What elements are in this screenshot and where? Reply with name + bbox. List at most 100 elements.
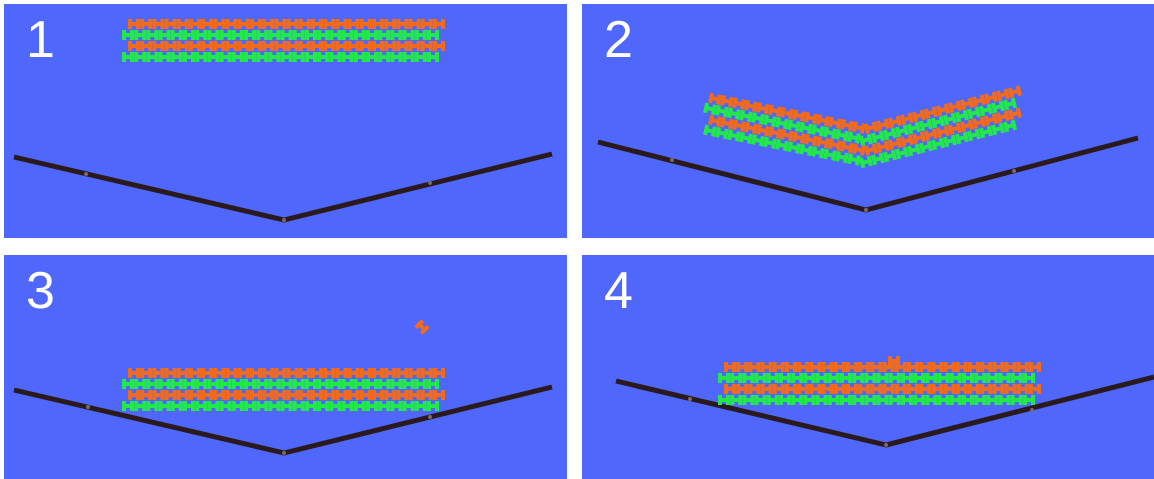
connector-block [329, 30, 341, 40]
connector-block [936, 103, 950, 116]
connector-block [433, 41, 445, 51]
connector-block [171, 52, 183, 62]
connector-block [804, 112, 818, 124]
connector-block [1008, 85, 1022, 98]
connector-block [207, 379, 219, 389]
connector-block [900, 112, 914, 125]
connector-block [281, 52, 293, 62]
panel-4: 4 [582, 255, 1154, 479]
connector-block [1003, 98, 1017, 111]
connector-block [305, 30, 317, 40]
connector-block [877, 373, 889, 383]
connector-block [165, 41, 177, 51]
connector-block [779, 395, 791, 405]
connector-block [748, 362, 760, 372]
connector-block [895, 147, 909, 160]
loose-block [414, 319, 430, 335]
connector-block [950, 395, 962, 405]
connector-block [852, 121, 866, 133]
connector-block [846, 384, 858, 394]
connector-block [366, 401, 378, 411]
connector-block [360, 390, 372, 400]
connector-block [354, 401, 366, 411]
connector-block [974, 373, 986, 383]
joint-marker [1012, 169, 1016, 173]
connector-block [919, 119, 933, 132]
connector-block [767, 373, 779, 383]
connector-block [366, 30, 378, 40]
connector-block [177, 390, 189, 400]
connector-block [384, 368, 396, 378]
connector-block [1029, 362, 1041, 372]
connector-block [780, 129, 794, 141]
connector-block [403, 401, 415, 411]
connector-block [201, 368, 213, 378]
connector-block [146, 401, 158, 411]
connector-block [378, 401, 390, 411]
connector-block [159, 52, 171, 62]
connector-block [189, 390, 201, 400]
connector-block [919, 384, 931, 394]
connector-block [152, 368, 164, 378]
connector-block [763, 137, 777, 149]
connector-block [834, 362, 846, 372]
connector-block [852, 373, 864, 383]
connector-block [840, 395, 852, 405]
connector-block [403, 30, 415, 40]
connector-block [262, 390, 274, 400]
connector-block [938, 395, 950, 405]
connector-block [955, 132, 969, 145]
connector-block [779, 373, 791, 383]
connector-block [1005, 384, 1017, 394]
connector-block [889, 373, 901, 383]
connector-block [803, 395, 815, 405]
connector-block [427, 52, 439, 62]
connector-block [756, 102, 770, 114]
connector-block [967, 129, 981, 142]
connector-block [226, 368, 238, 378]
connector-block [427, 379, 439, 389]
connector-block [809, 362, 821, 372]
connector-block [924, 106, 938, 119]
connector-block [262, 41, 274, 51]
connector-block [913, 395, 925, 405]
connector-block [268, 401, 280, 411]
connector-block [919, 141, 933, 154]
joint-marker [884, 443, 888, 447]
connector-block [213, 19, 225, 29]
connector-block [299, 41, 311, 51]
connector-block [986, 373, 998, 383]
joint-marker [86, 405, 90, 409]
connector-block [864, 143, 878, 156]
connector-block [140, 368, 152, 378]
connector-block [183, 30, 195, 40]
connector-block [703, 103, 717, 115]
connector-block [720, 117, 734, 129]
connector-block [159, 401, 171, 411]
connector-block [840, 119, 854, 131]
connector-block [755, 373, 767, 383]
connector-block [1017, 384, 1029, 394]
connector-block [852, 395, 864, 405]
connector-block [859, 134, 873, 147]
connector-block [739, 110, 753, 122]
connector-block [335, 368, 347, 378]
connector-block [889, 395, 901, 405]
connector-block [250, 19, 262, 29]
connector-block [244, 401, 256, 411]
block-stack [718, 362, 1041, 405]
connector-block [732, 97, 746, 109]
connector-block [311, 41, 323, 51]
connector-block [828, 373, 840, 383]
connector-block [372, 41, 384, 51]
connector-block [736, 362, 748, 372]
connector-block [883, 150, 897, 163]
connector-block [226, 41, 238, 51]
connector-block [171, 30, 183, 40]
connector-block [226, 390, 238, 400]
joint-marker [282, 218, 286, 222]
connector-block [1029, 384, 1041, 394]
connector-block [1011, 395, 1023, 405]
connector-block [901, 395, 913, 405]
connector-block [372, 368, 384, 378]
